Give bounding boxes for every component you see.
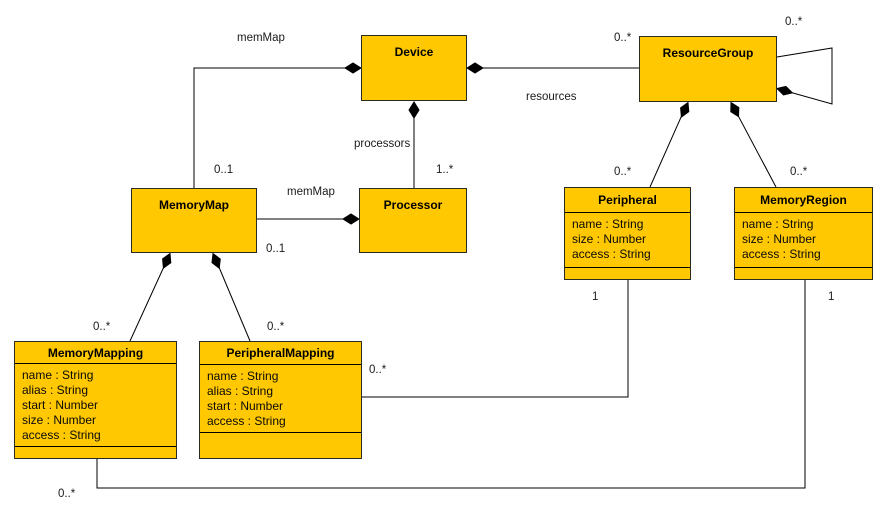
edge-resourcegroup-peripheral bbox=[649, 105, 687, 188]
class-attribute: size : Number bbox=[22, 413, 97, 427]
class-attributes-peripheralmapping: name : String alias : String start : Num… bbox=[200, 365, 361, 432]
class-attribute: name : String bbox=[207, 369, 279, 383]
edge-label-memmap-processor: memMap bbox=[287, 186, 335, 198]
class-attribute: access : String bbox=[207, 414, 286, 428]
class-attributes-memoryregion: name : String size : Number access : Str… bbox=[735, 213, 872, 267]
edge-memoryregion-memorymapping bbox=[96, 280, 806, 489]
composition-diamond-device-processor bbox=[408, 101, 420, 119]
multiplicity-memoryregion-end: 1 bbox=[828, 291, 835, 303]
class-attribute: start : Number bbox=[22, 398, 99, 412]
multiplicity-memorymapping-end: 0..* bbox=[58, 488, 76, 500]
class-memorymap: MemoryMap bbox=[131, 188, 257, 253]
multiplicity-processor-memorymap: 0..1 bbox=[266, 243, 286, 255]
class-memoryregion: MemoryRegion name : String size : Number… bbox=[734, 187, 873, 280]
composition-diamond-memorymap-memorymapping bbox=[162, 252, 172, 270]
class-attribute: access : String bbox=[572, 247, 651, 261]
composition-diamond-resourcegroup-memoryregion bbox=[730, 101, 740, 118]
class-attribute: size : Number bbox=[742, 232, 817, 246]
edge-device-memorymap bbox=[193, 67, 361, 188]
class-resourcegroup: ResourceGroup bbox=[639, 36, 777, 102]
class-device: Device bbox=[361, 35, 467, 101]
composition-diamond-memorymap-peripheralmapping bbox=[211, 252, 221, 270]
class-attribute: start : Number bbox=[207, 399, 284, 413]
class-operations-compartment bbox=[15, 446, 176, 458]
composition-diamond-device-resourcegroup bbox=[466, 62, 484, 74]
class-attribute: access : String bbox=[742, 247, 821, 261]
composition-diamond-device-memorymap bbox=[344, 62, 362, 74]
class-memorymapping: MemoryMapping name : String alias : Stri… bbox=[14, 341, 177, 459]
class-title-resourcegroup: ResourceGroup bbox=[662, 46, 754, 60]
edge-label-processors: processors bbox=[354, 138, 411, 150]
class-title-memorymapping: MemoryMapping bbox=[15, 342, 176, 364]
class-attributes-memorymapping: name : String alias : String start : Num… bbox=[15, 364, 176, 446]
class-attribute: name : String bbox=[572, 217, 644, 231]
edge-memorymap-memorymapping bbox=[129, 259, 168, 342]
multiplicity-device-memorymap: 0..1 bbox=[214, 164, 234, 176]
class-title-peripheralmapping: PeripheralMapping bbox=[200, 342, 361, 365]
class-peripheralmapping: PeripheralMapping name : String alias : … bbox=[199, 341, 362, 459]
edge-memorymap-peripheralmapping bbox=[215, 259, 251, 342]
class-title-peripheral: Peripheral bbox=[565, 188, 690, 213]
edge-peripheral-peripheralmapping bbox=[362, 280, 629, 398]
class-title-processor: Processor bbox=[383, 198, 443, 212]
edge-label-memmap-device: memMap bbox=[237, 32, 285, 44]
class-title-memorymap: MemoryMap bbox=[158, 198, 229, 212]
class-title-memoryregion: MemoryRegion bbox=[735, 188, 872, 213]
class-attribute: alias : String bbox=[207, 384, 274, 398]
class-operations-compartment bbox=[735, 267, 872, 279]
composition-diamond-resourcegroup-peripheral bbox=[680, 101, 690, 119]
multiplicity-memorymap-memorymapping: 0..* bbox=[93, 321, 111, 333]
edge-label-resources: resources bbox=[526, 91, 577, 103]
multiplicity-device-resourcegroup: 0..* bbox=[614, 32, 632, 44]
class-attribute: name : String bbox=[742, 217, 814, 231]
multiplicity-device-processor: 1..* bbox=[436, 164, 454, 176]
class-attribute: size : Number bbox=[572, 232, 647, 246]
class-attribute: alias : String bbox=[22, 383, 89, 397]
class-attribute: name : String bbox=[22, 368, 94, 382]
composition-diamond-processor-memorymap bbox=[342, 213, 360, 225]
multiplicity-peripheral-end: 1 bbox=[592, 291, 599, 303]
class-processor: Processor bbox=[359, 188, 467, 253]
class-title-device: Device bbox=[394, 45, 434, 59]
multiplicity-resourcegroup-peripheral: 0..* bbox=[614, 166, 632, 178]
class-peripheral: Peripheral name : String size : Number a… bbox=[564, 187, 691, 280]
edge-resourcegroup-memoryregion bbox=[732, 105, 777, 188]
class-attribute: access : String bbox=[22, 428, 101, 442]
multiplicity-resourcegroup-self: 0..* bbox=[785, 16, 803, 28]
class-operations-compartment bbox=[565, 267, 690, 279]
edge-resourcegroup-self bbox=[776, 47, 833, 105]
multiplicity-resourcegroup-memoryregion: 0..* bbox=[790, 166, 808, 178]
class-operations-compartment bbox=[200, 432, 361, 458]
multiplicity-memorymap-peripheralmapping: 0..* bbox=[267, 321, 285, 333]
multiplicity-peripheralmapping-end: 0..* bbox=[369, 364, 387, 376]
class-attributes-peripheral: name : String size : Number access : Str… bbox=[565, 213, 690, 267]
composition-diamond-resourcegroup-self bbox=[776, 85, 794, 96]
